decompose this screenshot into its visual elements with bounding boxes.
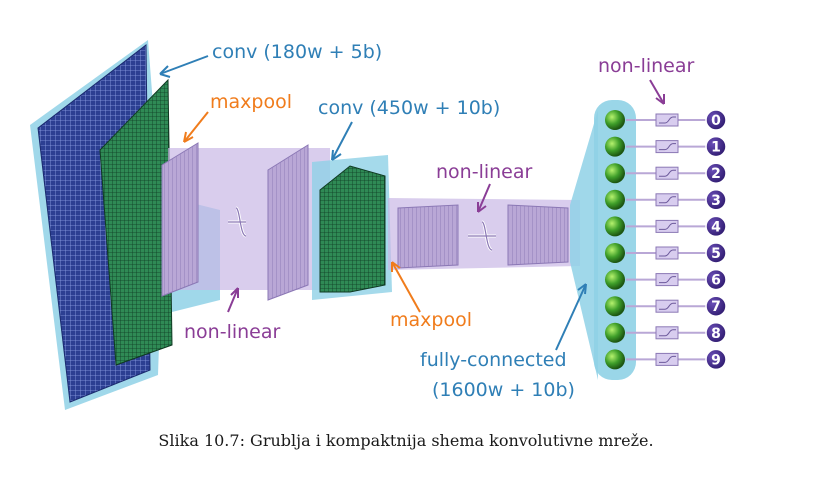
output-row: 3 — [605, 189, 727, 211]
digit-circle — [705, 215, 727, 238]
arrow-conv1-head — [159, 65, 171, 78]
arrow-conv2 — [331, 121, 353, 161]
sigmoid-icon — [659, 116, 676, 124]
output-row: 5 — [605, 242, 727, 264]
output-digit: 8 — [711, 326, 721, 342]
conv1-feature-maps — [99, 78, 173, 366]
neuron-node — [605, 189, 625, 210]
digit-circle — [705, 268, 727, 291]
nonlinear-box — [655, 193, 679, 207]
neuron-node — [605, 322, 625, 343]
output-row: 0 — [605, 109, 727, 131]
output-row: 4 — [605, 215, 727, 238]
arrow-maxpool1-head — [183, 131, 194, 143]
digit-circle — [705, 189, 727, 211]
label-maxpool2: maxpool — [390, 309, 472, 331]
neuron-node — [605, 243, 625, 263]
output-digit: 3 — [711, 193, 721, 209]
nonlinear-symbol-1 — [228, 206, 247, 238]
label-nonlinear-mid: non-linear — [436, 161, 532, 183]
arrow-nonlinear-mid-head — [477, 202, 487, 213]
neuron-node — [605, 269, 625, 290]
nonlinear-box — [655, 219, 679, 233]
digit-circle — [705, 109, 727, 131]
nonlinear1-feature-maps — [267, 144, 309, 301]
arrow-nonlinear-bottom — [227, 287, 239, 313]
digit-circle — [705, 242, 727, 264]
output-row: 1 — [605, 135, 727, 158]
arrow-fc — [555, 283, 587, 351]
fc-outline — [594, 100, 636, 380]
nonlinear-box — [655, 140, 679, 154]
arrow-nonlinear-bottom-head — [230, 287, 239, 298]
nonlinear-box — [655, 113, 679, 127]
output-digit: 6 — [711, 273, 721, 289]
output-digit: 0 — [711, 113, 721, 129]
nonlinear2-feature-maps — [507, 204, 569, 266]
label-fc-line1: fully-connected — [420, 349, 567, 371]
sigmoid-icon — [659, 329, 676, 337]
nonlinear-box — [655, 326, 679, 340]
neuron-node — [605, 296, 625, 317]
label-maxpool1: maxpool — [210, 91, 292, 113]
conv2-feature-maps — [319, 165, 386, 293]
sigmoid-icon — [659, 302, 676, 310]
neuron-node — [605, 136, 625, 157]
arrow-conv2-head — [331, 149, 342, 161]
label-conv2: conv (450w + 10b) — [318, 97, 500, 119]
fc-funnel — [570, 110, 598, 380]
output-digit: 7 — [711, 299, 721, 315]
nonlinear-box — [655, 352, 679, 366]
arrow-conv1 — [159, 55, 209, 75]
nonlinear-box — [655, 299, 679, 313]
nonlinear-symbol-2 — [468, 220, 496, 252]
output-row: 7 — [605, 295, 727, 317]
arrow-nonlinear-top — [649, 79, 665, 105]
arrow-maxpool2 — [391, 261, 421, 313]
sigmoid-icon — [659, 355, 676, 363]
label-nonlinear-bottom: non-linear — [184, 321, 280, 343]
nonlinear-box — [655, 166, 679, 180]
digit-circle — [705, 162, 727, 184]
sigmoid-icon — [659, 196, 676, 204]
output-digit: 5 — [711, 246, 721, 262]
neuron-node — [605, 349, 625, 370]
sigmoid-icon — [659, 276, 676, 284]
sigmoid-icon — [659, 249, 676, 257]
arrow-maxpool2-head — [391, 261, 401, 272]
arrow-maxpool1 — [183, 111, 209, 143]
arrow-fc-head — [577, 283, 587, 295]
digit-circle — [705, 348, 727, 371]
label-fc-line2: (1600w + 10b) — [432, 379, 575, 401]
arrow-nonlinear-top-head — [655, 94, 665, 105]
arrow-nonlinear-mid — [477, 183, 491, 213]
output-digit: 9 — [711, 352, 721, 368]
nonlinear-box — [655, 273, 679, 287]
nonlinear-box — [655, 246, 679, 260]
output-row: 2 — [605, 162, 727, 184]
sigmoid-icon — [659, 222, 676, 230]
sigmoid-icon — [659, 143, 676, 151]
output-digit: 1 — [711, 140, 721, 156]
digit-circle — [705, 135, 727, 158]
output-row: 9 — [605, 348, 727, 371]
neuron-node — [605, 163, 625, 184]
digit-circle — [705, 322, 727, 344]
maxpool2-feature-maps — [397, 204, 459, 269]
neuron-node — [605, 216, 625, 237]
figure-caption: Slika 10.7: Grublja i kompaktnija shema … — [158, 431, 653, 450]
output-row: 6 — [605, 268, 727, 291]
digit-circle — [705, 295, 727, 317]
output-digit: 4 — [711, 219, 721, 235]
fc-neurons: 0 1 2 3 4 5 6 7 8 9 — [605, 109, 727, 371]
neuron-node — [605, 110, 625, 130]
sigmoid-icon — [659, 169, 676, 177]
output-row: 8 — [605, 322, 727, 344]
label-nonlinear-top: non-linear — [598, 55, 694, 77]
maxpool1-feature-maps — [161, 142, 199, 297]
label-conv1: conv (180w + 5b) — [212, 41, 382, 63]
output-digit: 2 — [711, 166, 721, 182]
